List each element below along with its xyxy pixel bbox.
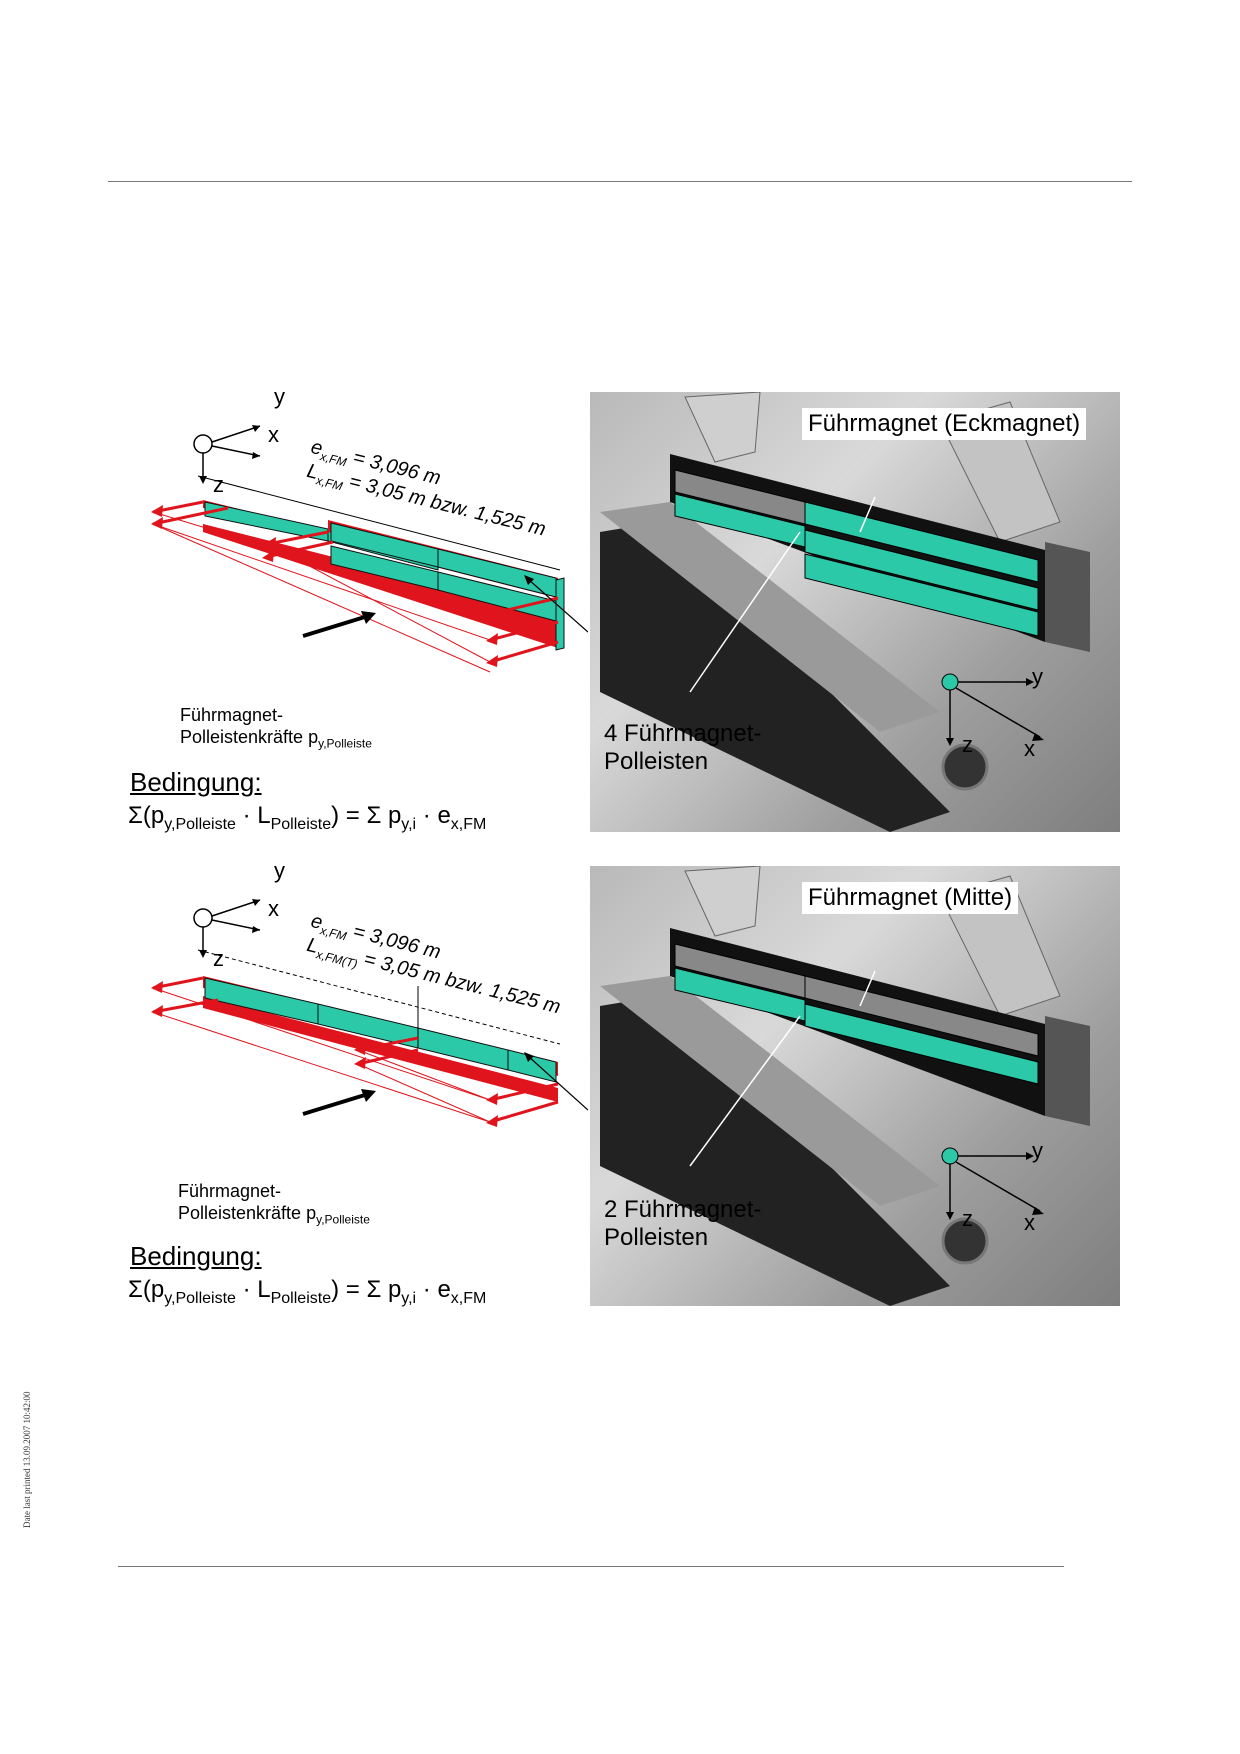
axis-label-y: y <box>274 384 285 409</box>
top-rule <box>108 181 1132 182</box>
bottom-rule <box>118 1566 1064 1567</box>
photo-axis-z: z <box>962 732 973 757</box>
photo-title: Führmagnet (Mitte) <box>802 882 1019 914</box>
condition-title: Bedingung: <box>130 767 262 797</box>
date-last-printed: Date last printed 13.09.2007 10:42:00 <box>22 1391 32 1528</box>
condition-title: Bedingung: <box>130 1241 262 1271</box>
photo-axis-x: x <box>1024 1210 1035 1235</box>
magnet-photo: Führmagnet (Mitte) 2 Führmagnet- Polleis… <box>590 866 1120 1306</box>
force-label: Führmagnet- Polleistenkräfte py,Polleist… <box>178 1181 370 1227</box>
axis-label-x: x <box>268 896 279 921</box>
figure-panel-eckmagnet: y x z ex,FM = 3,096 m Lx,FM = 3,05 m bzw… <box>118 384 1130 833</box>
axis-label-y: y <box>274 858 285 883</box>
axis-label-z: z <box>213 946 224 971</box>
photo-axis-x: x <box>1024 736 1035 761</box>
photo-axis-z: z <box>962 1206 973 1231</box>
magnet-illustration <box>600 866 1090 1306</box>
photo-caption: 2 Führmagnet- Polleisten <box>604 1196 762 1251</box>
magnet-illustration <box>600 392 1090 832</box>
origin-circle <box>193 434 213 454</box>
force-diagram <box>151 425 588 673</box>
photo-caption: 4 Führmagnet- Polleisten <box>604 720 762 775</box>
force-label: Führmagnet- Polleistenkräfte py,Polleist… <box>180 705 372 751</box>
axis-label-z: z <box>213 472 224 497</box>
photo-axis-y: y <box>1032 1138 1043 1163</box>
condition-formula: Σ(py,Polleiste · LPolleiste) = Σ py,i · … <box>128 802 487 833</box>
figure-panel-mitte: y x z ex,FM = 3,096 m Lx,FM(T) = 3,05 m … <box>118 858 1130 1307</box>
origin-circle <box>193 908 213 928</box>
axis-label-x: x <box>268 422 279 447</box>
photo-axis-y: y <box>1032 664 1043 689</box>
magnet-photo: Führmagnet (Eckmagnet) 4 Führmagnet- Pol… <box>590 392 1120 832</box>
photo-title: Führmagnet (Eckmagnet) <box>802 408 1087 440</box>
condition-formula: Σ(py,Polleiste · LPolleiste) = Σ py,i · … <box>128 1276 487 1307</box>
force-diagram <box>151 899 588 1127</box>
